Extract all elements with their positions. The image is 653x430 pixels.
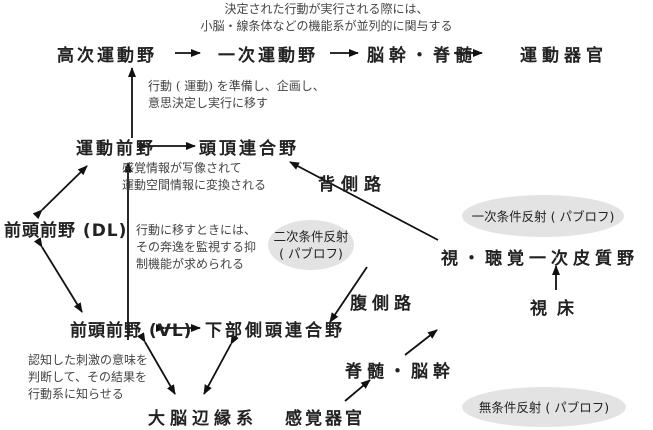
arrow	[289, 161, 439, 241]
node-parietal: 頭頂連合野	[199, 139, 299, 159]
node-av-primary-cortex: 視・聴覚一次皮質野	[441, 249, 639, 269]
node-premotor: 運動前野	[76, 139, 156, 159]
node-brainstem-spine: 脳幹・脊髄	[367, 46, 477, 66]
arrow	[203, 334, 239, 395]
node-thalamus: 視床	[530, 299, 584, 319]
node-spine-brainstem: 脊髄・脳幹	[345, 362, 455, 382]
note-prep: 行動 ( 運動) を準備し、企画し、意思決定し実行に移す	[148, 78, 325, 112]
label-dorsal-path: 背側路	[318, 175, 387, 195]
arrow	[329, 266, 368, 323]
note-line: 判断して、その結果を	[28, 370, 148, 384]
note-line: 感覚情報が写像されて	[122, 161, 242, 175]
ellipse-second-reflex: 二次条件反射 ( パブロフ)	[268, 220, 354, 270]
label: 二次条件反射	[273, 229, 349, 244]
note-sense: 感覚情報が写像されて運動空間情報に変換される	[122, 160, 266, 194]
note-line: 運動空間情報に変換される	[122, 178, 267, 192]
note-line: 決定された行動が実行される際には、	[224, 2, 429, 16]
label: ( パブロフ)	[279, 246, 343, 261]
node-pfc-vl: 前頭前野 (VL)	[70, 321, 193, 341]
note-line: 行動 ( 運動) を準備し、企画し、	[148, 79, 325, 93]
note-inhibit: 行動に移すときには、その奔逸を監視する抑制機能が求められる	[136, 222, 256, 273]
note-line: 意思決定し実行に移す	[148, 96, 269, 110]
node-motor-organ: 運動器官	[520, 46, 608, 66]
note-line: 認知した刺激の意味を	[28, 353, 149, 367]
note-line: 小脳・線条体などの機能系が並列的に関与する	[200, 19, 453, 33]
node-higher-motor: 高次運動野	[57, 46, 157, 66]
arrow	[32, 165, 88, 220]
node-sense-organ: 感覚器官	[285, 409, 365, 429]
note-line: 行動系に知らせる	[28, 387, 124, 401]
label-ventral-path: 腹側路	[350, 294, 416, 314]
arrow	[33, 237, 83, 313]
arrow	[344, 379, 371, 402]
note-cognition: 認知した刺激の意味を判断して、その結果を行動系に知らせる	[28, 352, 148, 403]
arrow	[404, 329, 438, 356]
node-pfc-dl: 前頭前野 (DL)	[4, 221, 128, 241]
node-limbic: 大脳辺縁系	[148, 409, 258, 429]
node-inferior-temporal: 下部側頭連合野	[205, 321, 345, 341]
note-line: その奔逸を監視する抑	[136, 240, 257, 254]
note-line: 行動に移すときには、	[136, 223, 257, 237]
ellipse-first-reflex: 一次条件反射 ( パブロフ)	[462, 195, 624, 237]
note-top: 決定された行動が実行される際には、小脳・線条体などの機能系が並列的に関与する	[0, 1, 653, 35]
note-line: 制機能が求められる	[136, 257, 245, 271]
ellipse-unconditioned-reflex: 無条件反射 ( パブロフ)	[462, 387, 626, 427]
node-primary-motor: 一次運動野	[218, 46, 318, 66]
arrow	[137, 332, 176, 395]
